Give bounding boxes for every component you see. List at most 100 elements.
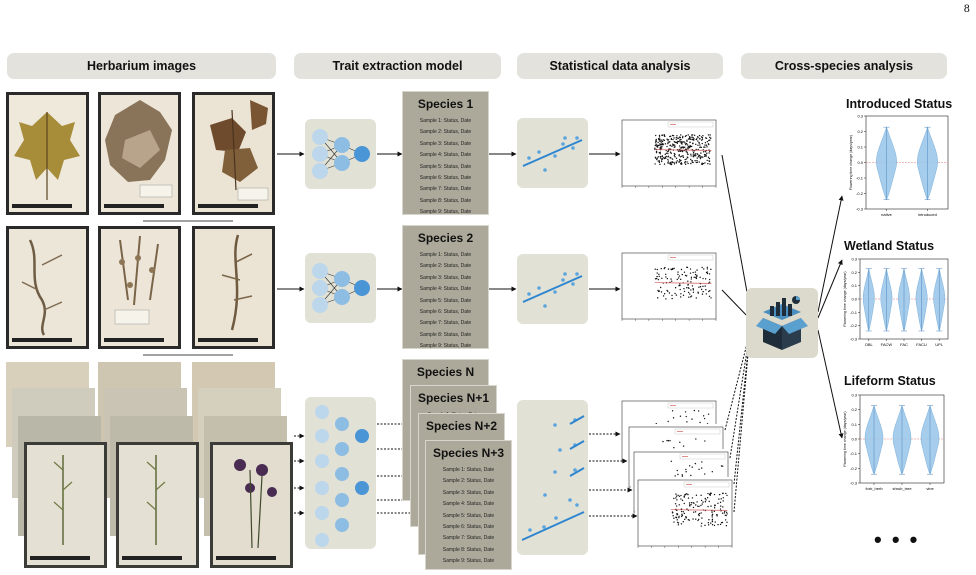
- scatter-point: [688, 146, 691, 149]
- scatter-point: [708, 519, 710, 521]
- scatter-point: [689, 138, 691, 140]
- scatter-point: [664, 143, 667, 145]
- scatter-point: [719, 501, 722, 504]
- scatter-point: [657, 137, 660, 140]
- scatter-point: [708, 500, 710, 503]
- scatter-point: [710, 522, 712, 524]
- scatter-point: [675, 516, 677, 519]
- scatter-point: [701, 461, 703, 463]
- scatter-point: [720, 521, 723, 524]
- scatter-point: [671, 145, 673, 148]
- scatter-point: [673, 446, 675, 449]
- scatter-point: [669, 156, 671, 159]
- scatter-point: [655, 150, 658, 153]
- trend-line: [569, 440, 585, 450]
- scatter-point: [690, 474, 692, 477]
- category-label: vine: [926, 486, 934, 491]
- scatter-point: [678, 285, 680, 287]
- scatter-point: [706, 497, 709, 499]
- trend-point: [575, 272, 579, 276]
- scatter-point: [666, 145, 668, 148]
- scatter-point: [690, 158, 692, 161]
- species-card-title: Species N+3: [432, 446, 505, 460]
- scatter-point: [684, 158, 686, 161]
- scatter-point: [699, 276, 701, 279]
- scatter-point: [692, 155, 694, 158]
- scatter-point: [658, 290, 661, 292]
- sample-line: Sample 8: Status, Date: [419, 331, 472, 338]
- scatter-point: [666, 138, 668, 140]
- scatter-point: [680, 523, 683, 525]
- scatter-point: [679, 283, 681, 285]
- header-statistical-data-analysis: Statistical data analysis: [517, 53, 723, 79]
- scatter-point: [677, 150, 680, 152]
- scatter-point: [702, 135, 704, 137]
- scatter-point: [680, 150, 683, 152]
- sample-line: Sample 4: Status, Date: [419, 286, 472, 293]
- scatter-point: [658, 161, 661, 164]
- trend-point: [575, 136, 579, 140]
- scatter-point: [683, 502, 685, 505]
- scatter-point: [654, 147, 656, 149]
- trend-point: [563, 272, 567, 276]
- trend-line: [569, 467, 585, 477]
- scatter-point: [665, 298, 667, 300]
- scatter-point: [656, 157, 659, 159]
- scatter-point: [682, 156, 685, 159]
- scatter-point: [705, 499, 707, 501]
- trend-point: [537, 286, 541, 290]
- scatter-point: [698, 134, 701, 137]
- scatter-point: [684, 163, 687, 165]
- category-label: introduced: [918, 212, 937, 217]
- herbarium-row-1: [6, 92, 275, 215]
- scatter-point: [703, 153, 706, 156]
- scatter-point: [688, 519, 691, 521]
- scatter-point: [693, 276, 695, 279]
- trend-point: [554, 516, 558, 520]
- scatter-point: [680, 134, 682, 136]
- scatter-point: [711, 511, 713, 513]
- scatter-point: [692, 506, 695, 509]
- scatter-point: [687, 162, 689, 165]
- scatter-point: [667, 420, 669, 423]
- scatter-point: [673, 267, 675, 270]
- scatter-point: [670, 268, 672, 270]
- scatter-point: [707, 134, 710, 136]
- scatter-point: [684, 518, 686, 521]
- scatter-point: [704, 473, 706, 475]
- scatter-point: [664, 156, 667, 158]
- scatter-point: [704, 151, 707, 153]
- scatter-point: [696, 159, 698, 162]
- trend-point: [543, 168, 547, 172]
- scatter-point: [661, 277, 663, 279]
- scatter-point: [654, 278, 657, 280]
- scatter-point: [686, 287, 688, 289]
- scatter-point: [688, 504, 691, 506]
- scatter-legend: [667, 402, 714, 409]
- scatter-point: [687, 148, 689, 150]
- scatter-point: [685, 275, 688, 277]
- scatter-point: [708, 160, 711, 163]
- scatter-plot-axes: [637, 479, 733, 547]
- trend-line: [569, 415, 585, 425]
- scatter-point: [708, 139, 710, 142]
- scatter-point: [672, 143, 674, 145]
- scatter-point: [695, 143, 697, 146]
- y-axis-label: Flowering time change (days/year): [843, 411, 847, 466]
- scatter-point: [667, 142, 669, 145]
- statistical-trend-boxes: [517, 118, 588, 555]
- scatter-point: [672, 138, 674, 141]
- scatter-point: [682, 445, 685, 447]
- scatter-point: [696, 161, 699, 164]
- y-tick-label: 0.3: [857, 114, 863, 119]
- scatter-point: [683, 512, 686, 515]
- scatter-point: [726, 521, 728, 523]
- scatter-point: [717, 502, 719, 505]
- scatter-point: [695, 297, 698, 299]
- scatter-point: [657, 160, 659, 162]
- scatter-point: [675, 493, 677, 495]
- scatter-point: [658, 273, 660, 276]
- scatter-point: [693, 134, 696, 136]
